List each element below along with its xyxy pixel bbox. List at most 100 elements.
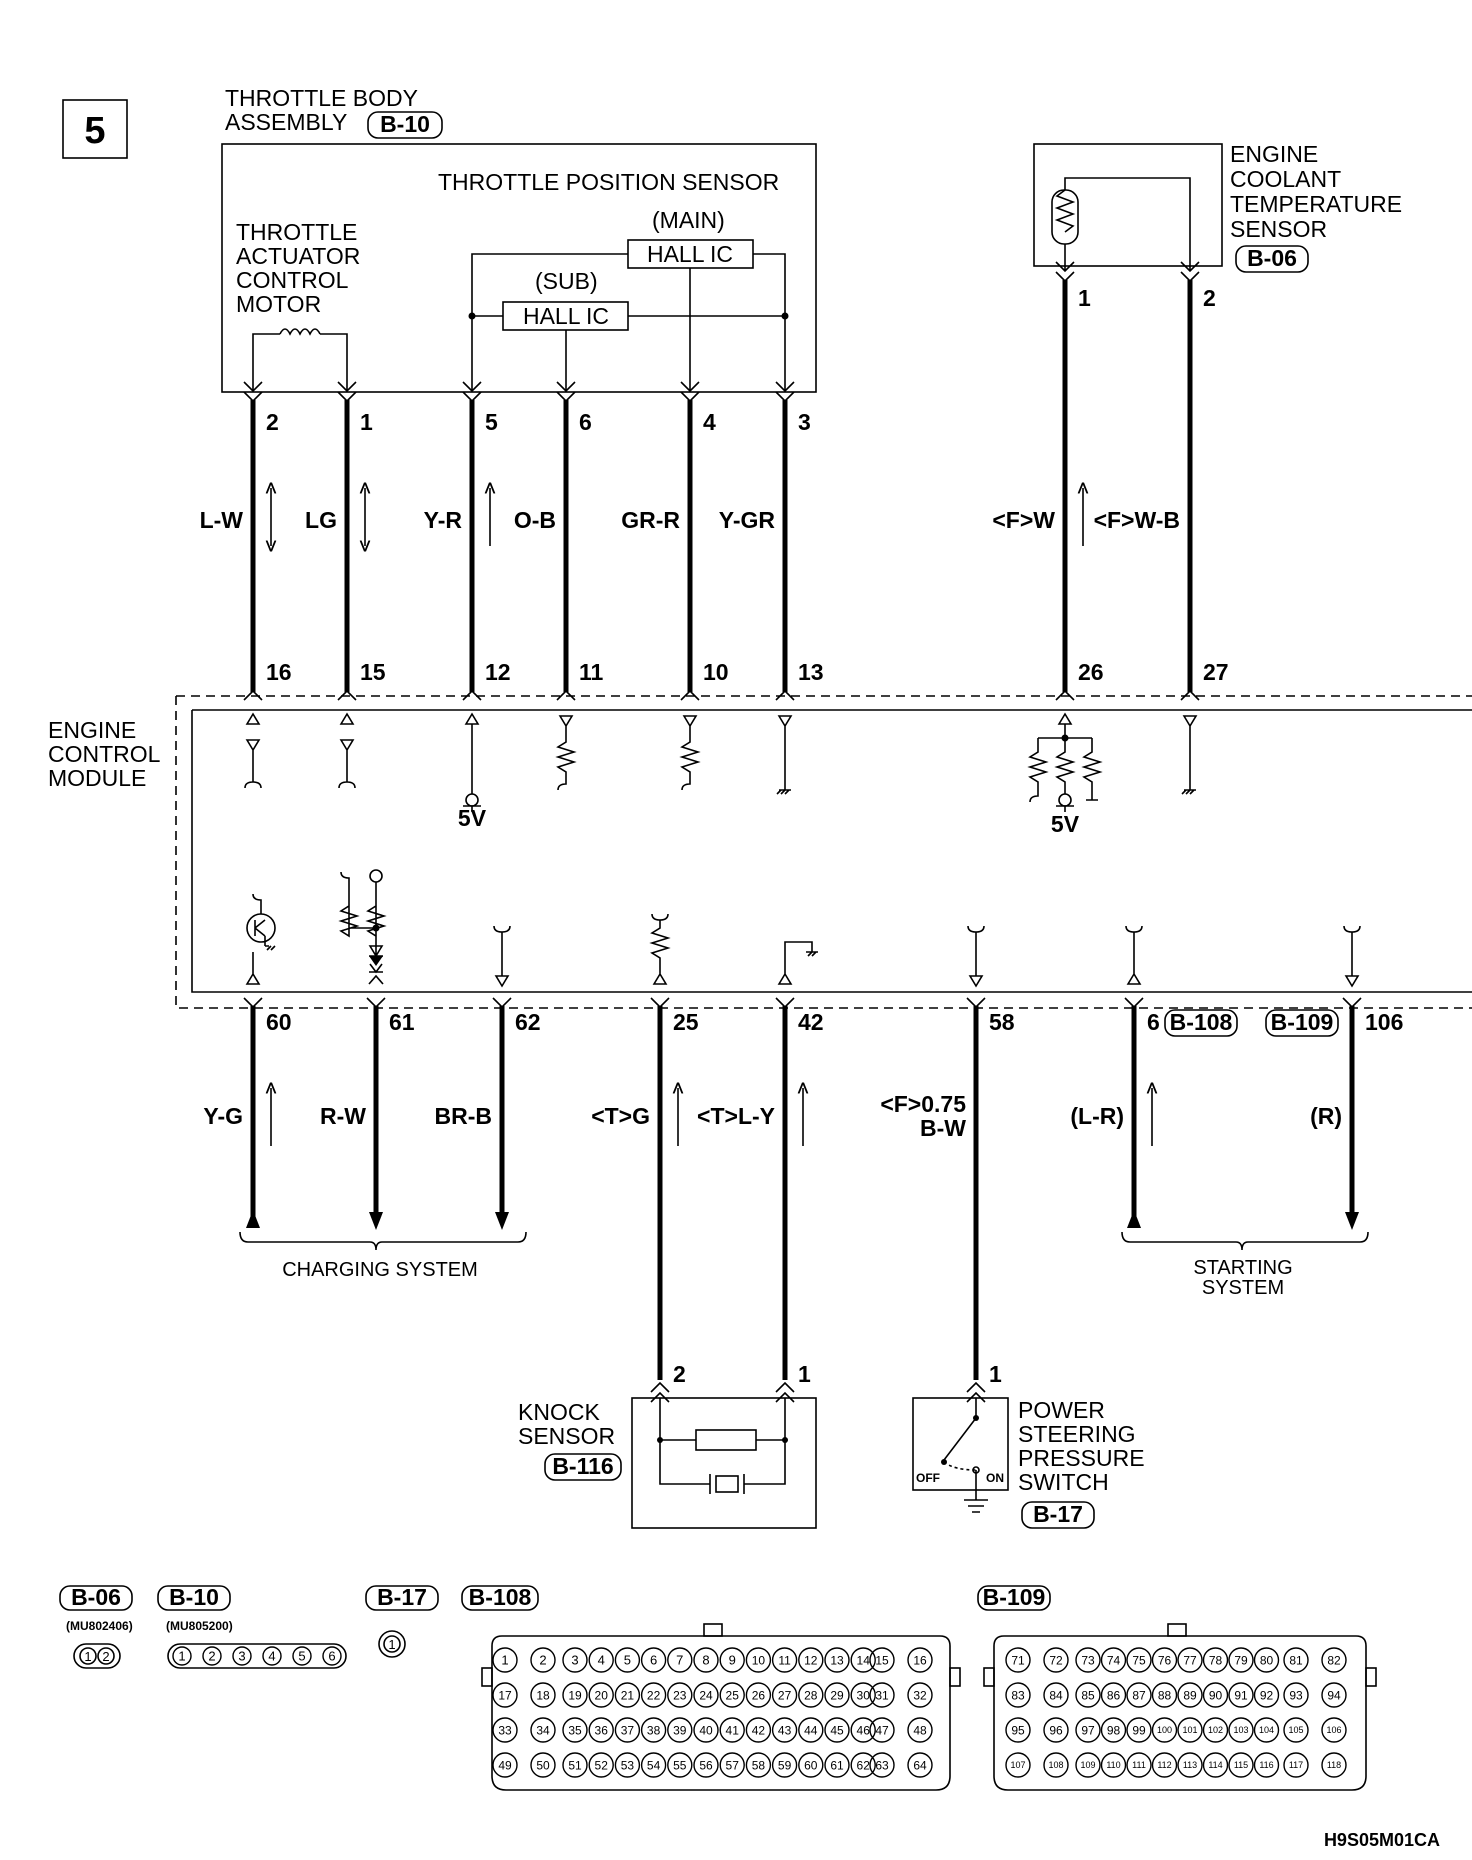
connector-pin: 76: [1158, 1653, 1172, 1667]
connector-pin-circle: [640, 1717, 667, 1743]
connector-pin-circle: [1005, 1647, 1031, 1673]
connector-pin: 38: [647, 1723, 661, 1737]
ps-switch-box: [912, 1397, 1009, 1491]
connector-pin: 6: [650, 1653, 657, 1668]
connector-pin-circle: [1253, 1717, 1280, 1743]
connector-pin: 25: [726, 1688, 740, 1702]
connector-pin-circle: [824, 1717, 850, 1743]
connector-pin: 4: [598, 1653, 605, 1668]
connector-pin-circle: [492, 1717, 518, 1743]
connector-pin: 115: [1234, 1760, 1248, 1770]
connector-tag-b108-label: B-108: [1170, 1009, 1233, 1035]
wire-color-label: <T>G: [591, 1103, 650, 1129]
connector-pin: 64: [913, 1758, 927, 1772]
connector-pin-circle: [907, 1682, 933, 1708]
connector-tag-b116: [544, 1453, 622, 1481]
connector-pin-circle: [1202, 1682, 1229, 1708]
starting-system-brace: [1121, 1231, 1369, 1251]
connector-pin-circle: [869, 1717, 895, 1743]
connector-pin: 85: [1081, 1688, 1095, 1702]
connector-pin-circle: [1321, 1752, 1347, 1778]
pin-number: 1: [798, 1361, 811, 1387]
connector-pin: 31: [875, 1688, 889, 1702]
connector-pin: 74: [1107, 1653, 1121, 1667]
wire-color-label: R-W: [320, 1103, 366, 1129]
connector-pin: 5: [624, 1653, 631, 1668]
connector-pin-circle: [850, 1717, 876, 1743]
connector-pin: 47: [875, 1723, 889, 1737]
power-steering-pressure-switch: 1 OFF ON POWER STEERING PRESSURE SWITCH …: [912, 1361, 1145, 1529]
connector-part-number: (MU802406): [66, 1619, 133, 1633]
connector-pin-circle: [1283, 1647, 1309, 1673]
connector-pin: 46: [857, 1723, 871, 1737]
connector-pin-circle: [824, 1752, 850, 1778]
connector-tag-b109-label: B-109: [1271, 1009, 1334, 1035]
connector-pin-circle: [1228, 1717, 1254, 1743]
connector-pin-circle: [1202, 1717, 1229, 1743]
connector-pin-circle: [530, 1752, 556, 1778]
connector-pin-circle: [907, 1717, 933, 1743]
connector-pin-circle: [907, 1752, 933, 1778]
junction-dot: [781, 312, 789, 320]
connector-pin-circle: [1177, 1752, 1203, 1778]
connector-b108-body: [491, 1635, 951, 1791]
connector-pin: 14: [857, 1653, 871, 1667]
connector-pin-circle: [1126, 1682, 1152, 1708]
connector-view-tag-b108: [461, 1585, 539, 1611]
connector-pin: 20: [595, 1688, 609, 1702]
coolant-sensor-label-4: SENSOR: [1230, 216, 1327, 242]
charging-system-label: CHARGING SYSTEM: [282, 1259, 478, 1281]
connector-view-tag-b10: [157, 1585, 231, 1611]
ecm-pin-number: 12: [485, 659, 511, 685]
connector-tag-b06: [1235, 245, 1309, 273]
connector-pin: 62: [857, 1758, 871, 1772]
connector-pin-circle: [771, 1717, 798, 1743]
junction-dot: [782, 1437, 788, 1443]
connector-pin-circle: [1100, 1717, 1127, 1743]
connector-pin: 99: [1132, 1723, 1146, 1737]
ps-switch-on-label: ON: [986, 1471, 1004, 1485]
connector-pin-circle: [1228, 1682, 1254, 1708]
ps-switch-label-3: PRESSURE: [1018, 1445, 1145, 1471]
connector-view-label-b108: B-108: [469, 1584, 532, 1610]
connector-pin-circle: [693, 1752, 719, 1778]
ecm-pin-number: 11: [579, 659, 604, 685]
knock-sensor-label-1: KNOCK: [518, 1399, 600, 1425]
connector-pin-circle: [869, 1647, 895, 1673]
connector-pin: 59: [778, 1758, 792, 1772]
connector-pin: 19: [568, 1688, 582, 1702]
connector-pin: 1: [84, 1649, 91, 1664]
ecm-label-3: MODULE: [48, 765, 146, 791]
connector-b06-body: [73, 1643, 121, 1669]
connector-pin: 94: [1327, 1688, 1341, 1702]
connector-pin-circle: [1202, 1752, 1229, 1778]
connector-pin: 112: [1157, 1760, 1171, 1770]
connector-pin: 84: [1049, 1688, 1063, 1702]
connector-pin-circle: [869, 1752, 895, 1778]
component-connector-chevrons: [243, 261, 1200, 403]
connector-tag-b108: [1164, 1009, 1238, 1037]
connector-pin-circle: [850, 1647, 876, 1673]
ecm-pin-number: 106: [1365, 1009, 1403, 1035]
connector-pin-circle: [1075, 1752, 1101, 1778]
junction-dot: [468, 312, 476, 320]
connector-tag-b10: [367, 111, 443, 139]
connector-pin-circle: [745, 1752, 772, 1778]
ecm-pin-number: 27: [1203, 659, 1229, 685]
connector-pin-circle: [1253, 1752, 1280, 1778]
connector-pin-circle: [1151, 1752, 1178, 1778]
pin-number: 2: [266, 409, 279, 435]
ecm-pin-number: 42: [798, 1009, 824, 1035]
connector-pin-circle: [562, 1717, 588, 1743]
charging-system-brace: [239, 1231, 527, 1251]
connector-pin-circle: [1283, 1717, 1309, 1743]
wire-color-label: LG: [305, 507, 337, 533]
connector-pin: 118: [1327, 1760, 1341, 1770]
connector-pin-circle: [667, 1752, 693, 1778]
pin-number: 2: [673, 1361, 686, 1387]
connector-pin: 39: [673, 1723, 687, 1737]
connector-pin: 102: [1208, 1725, 1223, 1735]
connector-pin-circle: [1126, 1752, 1152, 1778]
connector-pin: 27: [778, 1688, 792, 1702]
connector-pin: 51: [568, 1758, 582, 1772]
